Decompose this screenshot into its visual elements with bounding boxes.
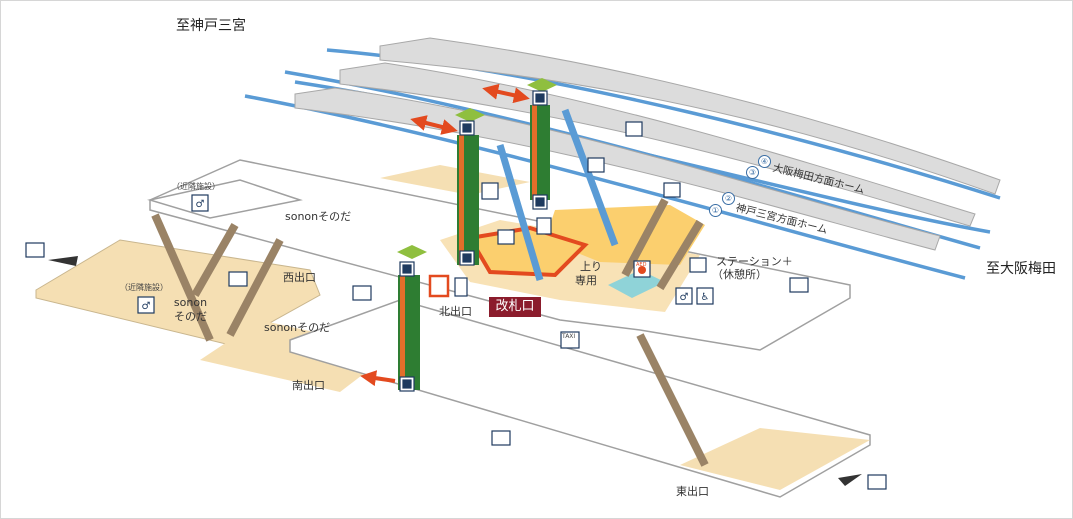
ticket-area-yellow <box>545 205 705 265</box>
sonon-left-label-1: sonon <box>173 296 208 309</box>
bicycle-icon-1 <box>25 242 45 258</box>
pointer-left <box>48 256 78 266</box>
ticket-office-icon <box>428 274 450 298</box>
stairs <box>151 198 709 467</box>
bus-icon-2 <box>491 430 511 446</box>
arrows <box>360 83 530 387</box>
left-building-floor <box>35 239 321 346</box>
arrow-platform-1 <box>410 115 458 135</box>
taxi-icon-text: TAXI <box>562 333 576 340</box>
taxi-icon <box>560 331 580 349</box>
elevator-icon-3 <box>399 261 415 277</box>
escalator-up-label: 上り <box>580 260 602 273</box>
direction-kobe: 至神戸三宮 <box>176 18 246 34</box>
track-1 <box>244 94 966 280</box>
elevator-icon-5 <box>532 194 548 210</box>
svg-text:♿: ♿ <box>701 292 710 303</box>
platform-number-1: ① <box>709 204 722 217</box>
concourse <box>35 159 871 498</box>
east-exit-plaza <box>680 428 870 490</box>
lounge-icon-2 <box>587 157 605 173</box>
stair-platform-3 <box>621 198 669 277</box>
svg-text:♂: ♂ <box>680 292 689 303</box>
stair-left-3 <box>226 238 284 337</box>
icons: ♂ ♂ ♂ ♿ <box>25 90 887 490</box>
escalator-2 <box>561 108 619 247</box>
escalator-only-label: 専用 <box>575 274 597 287</box>
bicycle-icon-2 <box>228 271 248 287</box>
stair-east <box>636 333 709 467</box>
svg-text:♂: ♂ <box>196 199 205 210</box>
ticket-machine-icon <box>481 182 499 200</box>
elevator-icon-6 <box>399 376 415 392</box>
svg-text:♂: ♂ <box>142 301 151 312</box>
platform-middle <box>339 62 976 227</box>
toilet-icon-2: ♂ <box>137 296 155 314</box>
bicycle-icon-3 <box>789 277 809 293</box>
elevator-icon-2 <box>532 90 548 106</box>
bus-icon-1 <box>352 285 372 301</box>
elevator-icon-4 <box>459 250 475 266</box>
bicycle-icon-4 <box>867 474 887 490</box>
exit-north: 北出口 <box>439 305 472 318</box>
pointer-right <box>838 474 862 486</box>
station-plus-label: ステーション＋ <box>716 255 793 268</box>
sonon-top-label: sononそのだ <box>285 210 352 223</box>
platform-osaka-bound <box>379 37 1001 195</box>
ticket-gate: 改札口 <box>489 297 541 317</box>
phone-icon <box>454 277 468 297</box>
direction-osaka: 至大阪梅田 <box>986 261 1056 277</box>
kinrin-label-1: （近隣施設） <box>172 182 220 191</box>
left-walkway <box>147 179 303 219</box>
escalator-1 <box>496 144 544 281</box>
lounge-icon-3 <box>663 182 681 198</box>
kinrin-label-2: （近隣施設） <box>120 283 168 292</box>
platform-number-4: ④ <box>758 155 771 168</box>
aed-icon-text: AED <box>636 262 647 268</box>
platform-number-2: ② <box>722 192 735 205</box>
exit-south: 南出口 <box>292 379 325 392</box>
station-plus-sub: （休憩所） <box>712 268 767 281</box>
left-plaza <box>200 320 395 392</box>
elevator-icon-1 <box>459 120 475 136</box>
stair-platform-4 <box>656 219 704 291</box>
sonon-mid-label: sononそのだ <box>264 321 331 334</box>
sonon-left-label-2: そのだ <box>174 310 207 323</box>
lounge-icon-4 <box>689 257 707 273</box>
arrow-south-exit <box>360 370 396 387</box>
toilet-icon-1: ♂ <box>191 194 209 212</box>
escalators <box>496 108 619 281</box>
elevators <box>397 78 557 390</box>
station-plus-room <box>608 270 665 298</box>
platform-number-3: ③ <box>746 166 759 179</box>
exit-east: 東出口 <box>676 485 709 498</box>
stair-left-2 <box>191 223 239 297</box>
shop-icon <box>536 217 552 235</box>
exit-west: 西出口 <box>283 271 316 284</box>
wheelchair-icon: ♿ <box>696 287 714 305</box>
stair-left-1 <box>151 213 214 342</box>
locker-icon <box>497 229 515 245</box>
arrow-platform-2 <box>482 83 530 104</box>
toilet-icon-3: ♂ <box>675 287 693 305</box>
direction-pointers <box>48 256 862 486</box>
lounge-icon-1 <box>625 121 643 137</box>
aed-icon <box>633 260 651 278</box>
